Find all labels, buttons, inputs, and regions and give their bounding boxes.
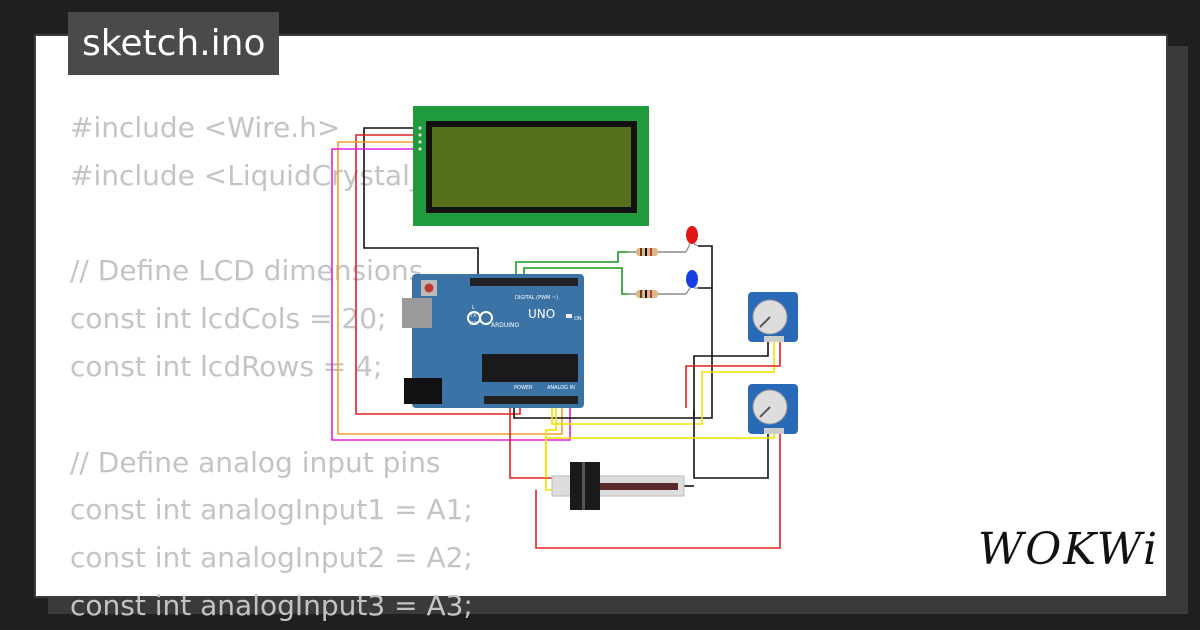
wire-red (509, 398, 552, 479)
wire-black (363, 127, 479, 278)
file-title: sketch.ino (68, 12, 280, 75)
lcd-display[interactable] (413, 106, 649, 226)
code-line: const int lcdCols = 20; (70, 302, 387, 336)
code-line: const int analogInput1 = A1; (70, 493, 473, 527)
arduino-logo-icon (479, 311, 493, 325)
wire-green (515, 251, 628, 278)
power-label: POWER (514, 385, 533, 391)
potentiometer[interactable] (748, 384, 798, 434)
code-line: // Define analog input pins (70, 445, 441, 479)
power-analog-header (484, 396, 578, 404)
code-line: #include <Wire.h> (70, 111, 341, 144)
power-jack (404, 378, 442, 404)
wires (331, 127, 781, 549)
red-led[interactable] (685, 226, 699, 253)
wire-green (523, 267, 628, 295)
tx-label: TX (469, 313, 477, 319)
board-brand-label: ARDUINO (491, 322, 520, 329)
code-line: const int analogInput2 = A2; (70, 541, 473, 575)
wokwi-logo: WOKWi (978, 524, 1160, 575)
wire-red (535, 432, 781, 549)
code-line: const int analogInput3 = A3; (70, 588, 473, 622)
code-line: // Define LCD dimensions (70, 254, 424, 288)
wire-yellow (551, 340, 775, 425)
rx-label: RX (470, 321, 477, 327)
wire-red (355, 134, 521, 415)
digital-label: DIGITAL (PWM ~) (515, 295, 558, 301)
wire-orange (337, 141, 563, 435)
resistor[interactable] (628, 248, 686, 256)
l-label: L (472, 305, 475, 311)
reset-button-cap (424, 283, 434, 293)
arduino-uno-board[interactable] (402, 274, 584, 408)
wire-yellow (545, 398, 557, 478)
wire-black (693, 410, 769, 479)
resistor[interactable] (628, 290, 686, 298)
microcontroller-chip (482, 354, 578, 382)
potentiometer[interactable] (748, 292, 798, 342)
code-line: const int lcdRows = 4; (70, 349, 383, 383)
wire-red (685, 340, 781, 408)
blue-led[interactable] (685, 270, 698, 295)
slide-potentiometer[interactable] (551, 462, 685, 510)
wire-black (693, 340, 769, 416)
board-model-label: UNO (528, 307, 555, 321)
usb-port (402, 298, 432, 328)
wire-magenta (331, 148, 571, 441)
on-label: ON (574, 316, 582, 322)
code-preview: #include <Wire.h>#include <LiquidCrystal… (70, 104, 520, 630)
wire-black (513, 287, 713, 419)
on-led (566, 314, 572, 318)
wire-black (698, 245, 713, 288)
digital-header (470, 278, 578, 286)
analog-label: ANALOG IN (547, 385, 575, 391)
